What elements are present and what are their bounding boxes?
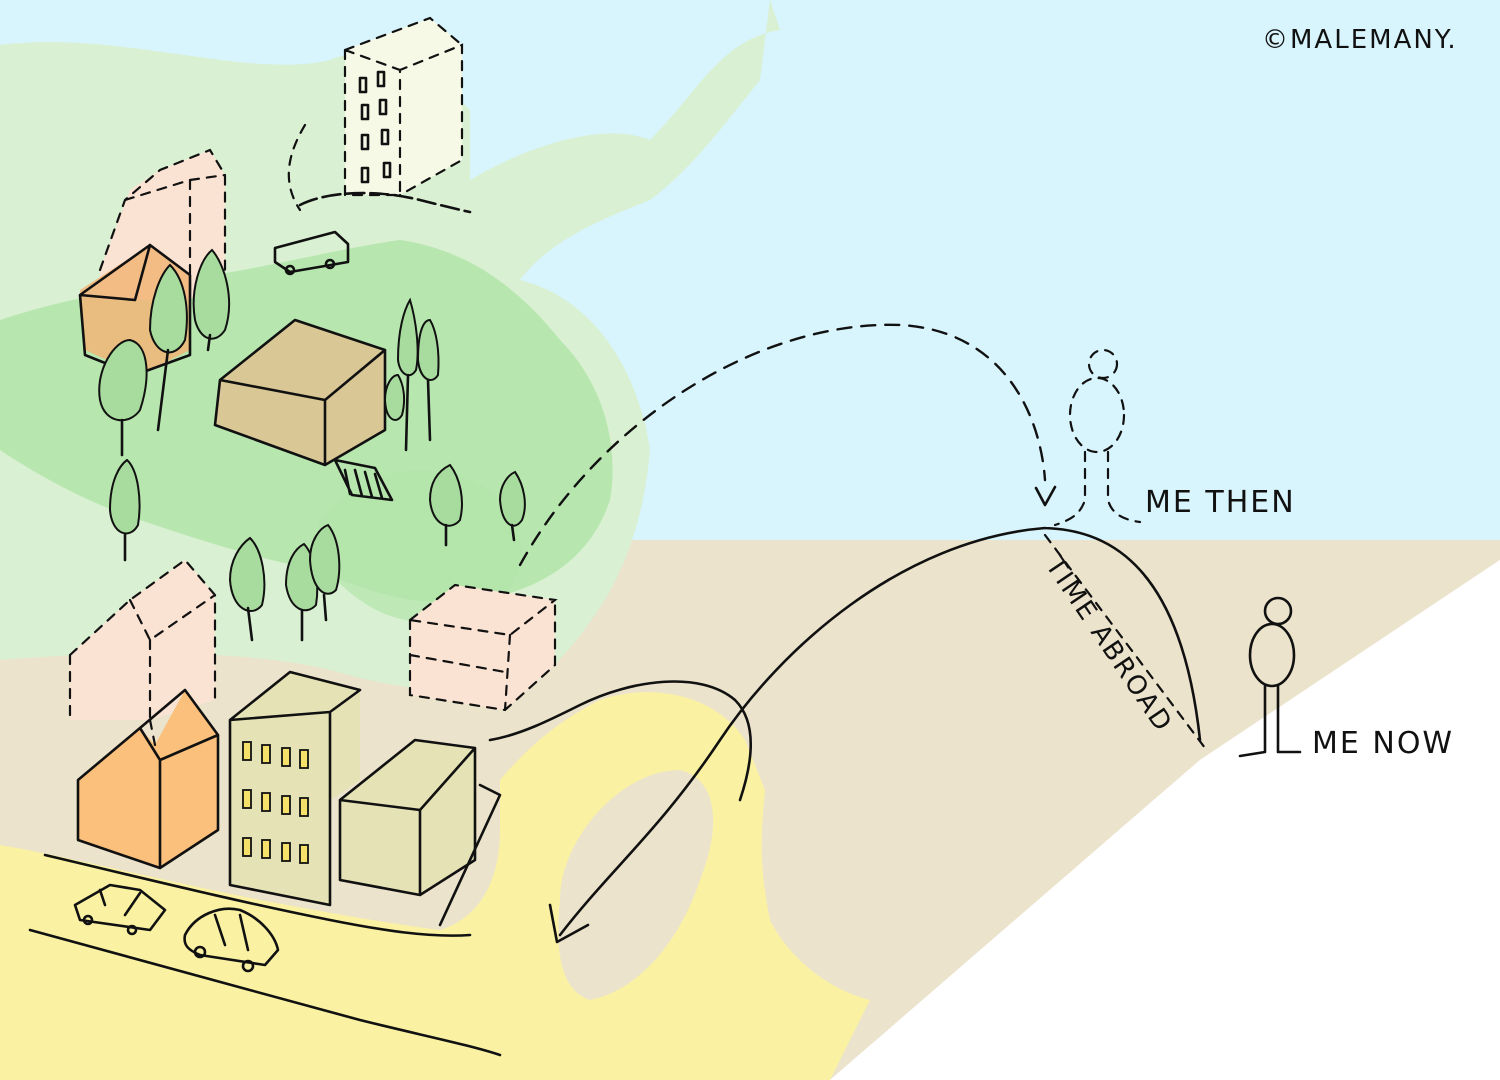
trees bbox=[98, 248, 526, 642]
car-right-icon bbox=[183, 907, 280, 973]
car-left-icon bbox=[73, 883, 167, 936]
return-arc bbox=[558, 526, 1202, 937]
dashed-arrow-head bbox=[1034, 485, 1057, 507]
khaki-apartment bbox=[228, 670, 362, 907]
label-me-now: ME NOW bbox=[1312, 726, 1454, 761]
white-foreground bbox=[830, 560, 1500, 1080]
figure-me-then bbox=[1053, 348, 1142, 527]
khaki-block bbox=[338, 738, 502, 927]
orange-house bbox=[76, 688, 220, 870]
tower-block-dashed bbox=[343, 16, 464, 197]
house-dashed-left bbox=[68, 558, 217, 722]
copyright-text: ©MALEMANY. bbox=[1262, 25, 1458, 55]
bus-icon bbox=[273, 230, 350, 276]
cube-dashed-right bbox=[407, 583, 558, 712]
figure-me-now bbox=[1238, 596, 1302, 758]
label-me-then: ME THEN bbox=[1145, 485, 1296, 520]
road-loop-inner bbox=[558, 770, 714, 1000]
return-arrow-head bbox=[548, 903, 590, 944]
time-abroad-dash bbox=[1043, 533, 1207, 750]
green-patch bbox=[317, 470, 522, 623]
dashed-memory-arc bbox=[518, 323, 1047, 567]
large-khaki-building bbox=[213, 318, 394, 502]
